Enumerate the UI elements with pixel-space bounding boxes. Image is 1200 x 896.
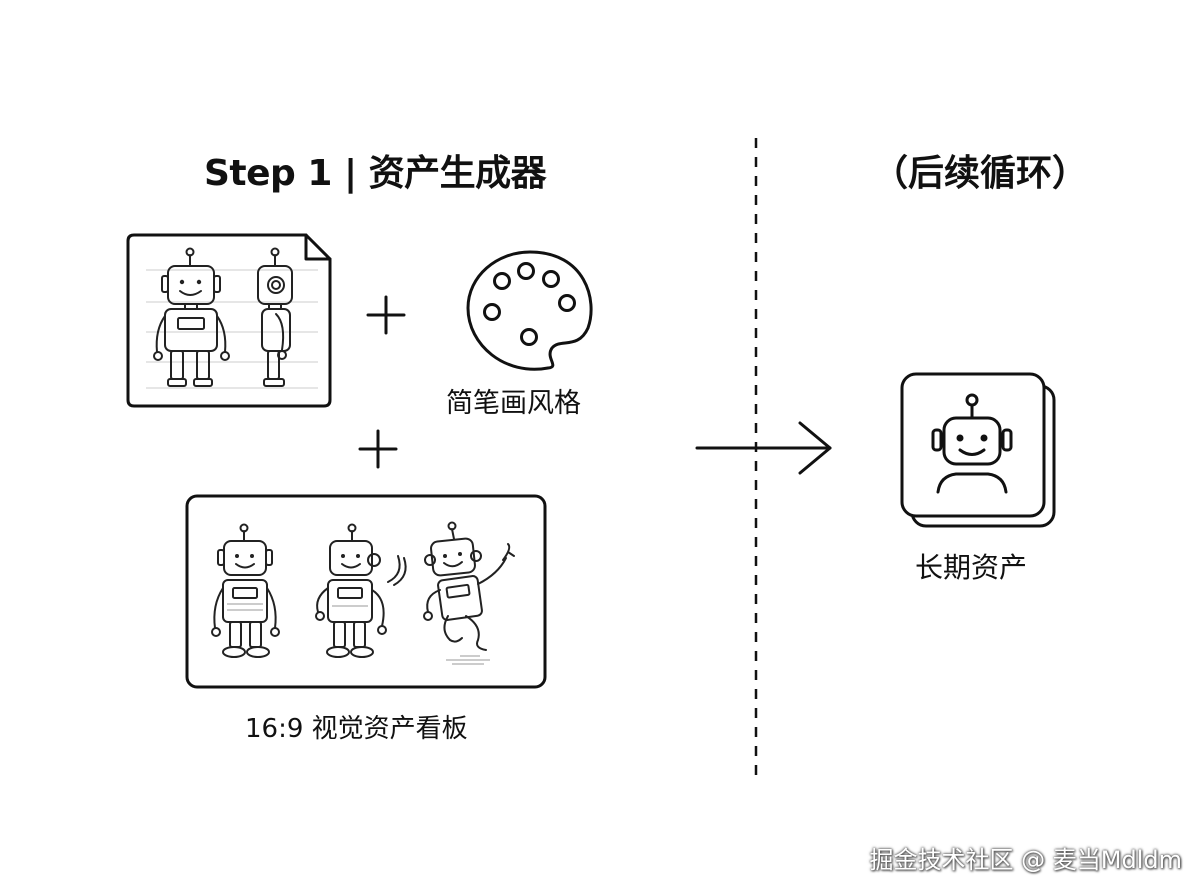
robot-pose-jumping bbox=[423, 521, 515, 665]
robot-storyboard-icon bbox=[185, 494, 547, 689]
style-label: 简笔画风格 bbox=[446, 388, 581, 419]
plus-icon-2 bbox=[358, 429, 398, 469]
robot-side-view bbox=[257, 247, 293, 387]
arrow-right-icon bbox=[695, 421, 832, 475]
robot-card-stack-icon bbox=[900, 372, 1056, 528]
plus-icon bbox=[366, 295, 406, 335]
storyboard-label: 16:9 视觉资产看板 bbox=[245, 714, 468, 744]
long-term-asset-label: 长期资产 bbox=[915, 551, 1028, 584]
palette-icon bbox=[466, 250, 593, 371]
watermark: 掘金技术社区 @ 麦当Mdldm bbox=[869, 846, 1182, 874]
robot-pose-standing bbox=[211, 523, 280, 658]
robot-front-view bbox=[153, 247, 230, 387]
robot-pose-waving bbox=[315, 523, 407, 658]
loop-title: （后续循环） bbox=[872, 153, 1089, 194]
step-title: Step 1 | 资产生成器 bbox=[204, 153, 547, 194]
robot-character-sheet-icon bbox=[126, 233, 332, 408]
